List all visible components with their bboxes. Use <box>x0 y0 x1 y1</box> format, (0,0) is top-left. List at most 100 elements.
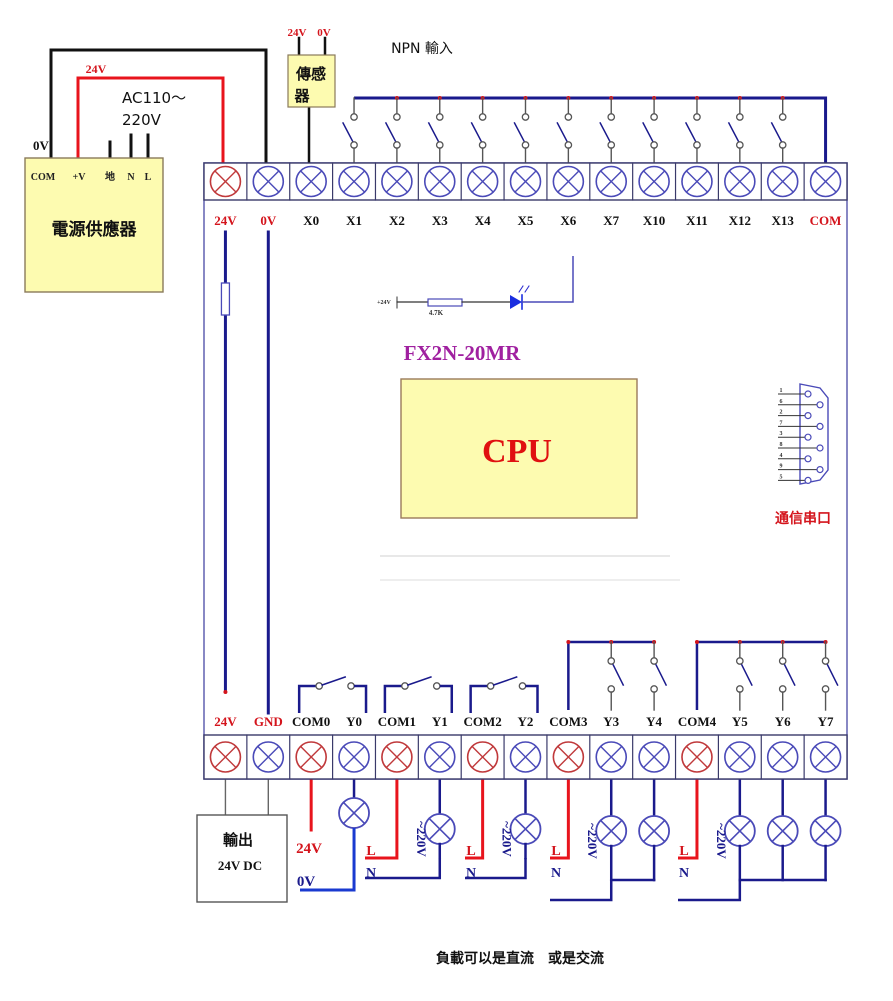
terminal-screw-icon <box>724 165 756 198</box>
terminal-cross <box>728 170 751 193</box>
sensor-label: 器 <box>293 87 310 105</box>
output-terminal-label-y1: Y1 <box>432 714 448 729</box>
terminal-cross <box>814 745 837 769</box>
input-common-bus <box>354 96 828 163</box>
wire-ac-neutral <box>465 858 527 880</box>
terminal-screw-icon <box>295 165 327 198</box>
relay-blade <box>406 676 432 686</box>
contact-node <box>735 141 744 149</box>
switch-blade <box>642 121 655 144</box>
switch-blade <box>342 121 355 144</box>
contact-node <box>564 113 573 121</box>
lamp-icon <box>595 815 628 847</box>
output-terminal-label-y4: Y4 <box>646 714 662 729</box>
lamp-icon <box>338 797 370 829</box>
relay-lead <box>469 684 488 713</box>
terminal-screw-icon <box>724 741 756 773</box>
terminal-circle <box>595 741 628 773</box>
sensor-label: 傳感 <box>295 65 326 83</box>
terminal-screw-icon <box>252 165 285 198</box>
input-terminal-label-x3: X3 <box>432 213 448 228</box>
terminal-screw-icon <box>338 165 370 198</box>
ac-voltage-label: ~220V <box>714 823 729 859</box>
contact-node <box>521 141 530 149</box>
db9-pin-number: 6 <box>780 399 783 405</box>
terminal-circle <box>552 741 585 773</box>
output-terminal-label-com0: COM0 <box>292 714 330 729</box>
db9-pin <box>804 476 812 484</box>
switch-blade <box>513 121 526 144</box>
db9-pin-number: 8 <box>780 442 783 448</box>
terminal-cross <box>600 170 623 193</box>
input-terminal-label-x12: X12 <box>729 213 751 228</box>
terminal-cross <box>300 745 323 769</box>
terminal-cross <box>771 745 794 769</box>
relay-lead <box>525 684 539 713</box>
terminal-screw-icon <box>252 741 285 773</box>
lamp-cross <box>600 819 623 843</box>
contact-node <box>778 113 787 121</box>
lamp-cross <box>771 819 794 843</box>
ac-voltage-label: ~220V <box>585 823 600 859</box>
terminal-screw-icon <box>766 741 799 773</box>
terminal-screw-icon <box>209 165 242 198</box>
terminal-screw-icon <box>638 165 670 198</box>
contact-node <box>350 113 358 121</box>
terminal-cross <box>385 745 408 769</box>
resistor-label: 4.7K <box>429 309 444 317</box>
wire-com-0v <box>49 48 268 163</box>
terminal-cross <box>214 170 237 193</box>
terminal-circle <box>509 741 542 773</box>
terminal-circle <box>681 165 713 198</box>
terminal-screw-icon <box>552 741 585 773</box>
terminal-cross <box>557 745 580 769</box>
terminal-screw-icon <box>466 165 499 198</box>
input-terminal-label-x7: X7 <box>603 213 619 228</box>
output-terminal-label-com3: COM3 <box>549 714 588 729</box>
terminal-cross <box>643 745 666 769</box>
contact-node <box>432 682 441 690</box>
input-terminal-label-x5: X5 <box>518 213 534 228</box>
terminal-cross <box>214 745 237 769</box>
db9-pin-number: 4 <box>780 453 783 459</box>
ac-neutral-label: N <box>466 866 476 881</box>
terminal-circle <box>295 741 327 773</box>
lamp-icon <box>766 815 799 847</box>
terminal-cross <box>257 170 280 193</box>
npn-input-label: NPN 輸入 <box>391 41 453 57</box>
terminal-cross <box>514 745 537 769</box>
terminal-cross <box>471 170 494 193</box>
contact-node <box>693 113 701 121</box>
contact-node <box>350 141 358 149</box>
contact-node <box>607 685 616 693</box>
terminal-screw-icon <box>423 165 456 198</box>
output-terminal-label-com2: COM2 <box>463 714 501 729</box>
ac-neutral-label: N <box>366 866 376 881</box>
relay-blade <box>655 663 668 687</box>
switch-blade <box>599 121 612 144</box>
ac-line-label: L <box>551 844 560 859</box>
lamp-cross <box>728 819 752 843</box>
contact-node <box>607 141 616 149</box>
terminal-circle <box>809 165 842 198</box>
led-light-ray-icon <box>524 285 530 293</box>
db9-pin-number: 5 <box>780 474 783 480</box>
contact-node <box>607 113 616 121</box>
fuse-icon <box>220 282 231 316</box>
output-terminal-label-y5: Y5 <box>732 714 748 729</box>
relay-lead <box>439 684 454 713</box>
terminal-circle <box>724 741 756 773</box>
serial-port-label: 通信串口 <box>775 510 831 527</box>
junction-dot <box>566 640 571 644</box>
contact-node <box>518 682 527 690</box>
lamp-icon <box>809 815 842 847</box>
label-ac-range: AC110～ <box>122 89 186 107</box>
wire-dc-return <box>300 828 356 892</box>
contact-node <box>735 685 744 693</box>
relay-blade <box>321 676 347 686</box>
dc-plus-label: 24V <box>296 841 322 857</box>
switch-blade <box>384 121 397 144</box>
led-supply-label: +24V <box>377 300 391 306</box>
model-label: FX2N-20MR <box>404 341 521 365</box>
